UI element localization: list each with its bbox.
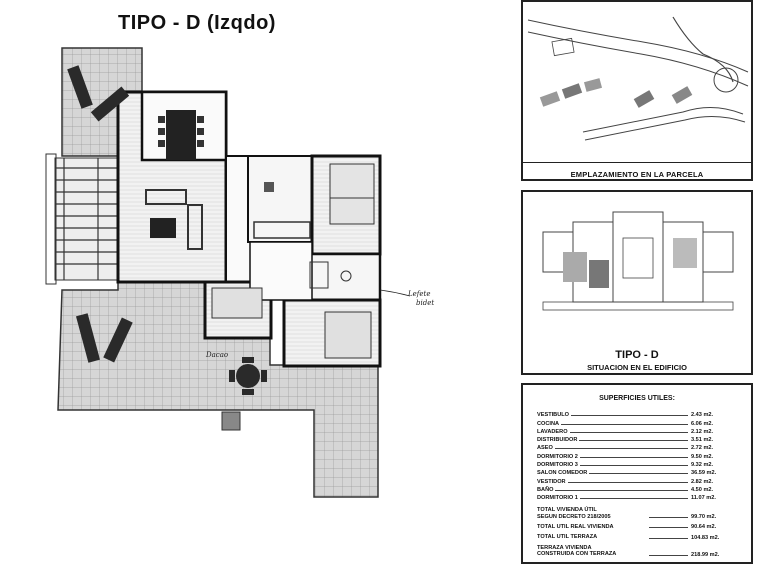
surfaces-title: SUPERFICIES UTILES: — [599, 395, 675, 402]
surface-label: DORMITORIO 1 — [537, 495, 578, 502]
terrace-table — [229, 357, 267, 395]
surface-row: DORMITORIO 1 11.07 m2. — [537, 493, 737, 501]
surface-value: 2.12 m2. — [691, 428, 714, 435]
sun-loungers-bottom — [75, 313, 133, 363]
total-label-line1: TERRAZA VIVIENDA — [537, 544, 592, 551]
building-plan — [542, 211, 734, 311]
surface-value: 3.51 m2. — [691, 437, 714, 444]
surface-label: LAVADERO — [537, 428, 568, 435]
surface-value: 6.06 m2. — [691, 420, 714, 427]
surface-label: DORMITORIO 2 — [537, 453, 578, 460]
bed-main — [329, 163, 375, 225]
surface-label: SALON COMEDOR — [537, 470, 588, 477]
dining-table — [158, 110, 204, 160]
surface-row: SALON COMEDOR 36.59 m2. — [537, 468, 737, 476]
surface-value: 36.59 m2. — [691, 470, 717, 477]
surface-row: LAVADERO 2.12 m2. — [537, 427, 737, 435]
handwritten-note-terrace: Dacao — [205, 351, 228, 359]
sofa — [145, 189, 203, 250]
site-location-label: EMPLAZAMIENTO EN LA PARCELA — [570, 170, 704, 179]
total-value: 99.70 m2. — [691, 514, 717, 521]
leader-line — [579, 498, 688, 500]
surface-row: VESTIBULO 2.43 m2. — [537, 410, 737, 418]
total-value: 104.83 m2. — [691, 534, 720, 541]
svg-text:bidet: bidet — [416, 299, 434, 307]
leader-line — [649, 554, 688, 556]
leader-line — [649, 537, 688, 539]
total-value: 218.99 m2. — [691, 551, 720, 558]
surface-row: DORMITORIO 2 9.50 m2. — [537, 451, 737, 460]
leader-line — [561, 423, 688, 425]
surface-label: ASEO — [537, 445, 553, 452]
total-value: 90.64 m2. — [691, 524, 717, 531]
bed-2 — [211, 287, 263, 319]
surface-value: 9.32 m2. — [691, 462, 714, 469]
leader-line — [589, 473, 688, 475]
leader-line — [571, 415, 688, 417]
surface-value: 4.50 m2. — [691, 486, 714, 493]
leader-line — [569, 431, 688, 433]
surfaces-table: VESTIBULO 2.43 m2. COCINA 6.06 m2. LAVADERO 2… — [537, 410, 737, 501]
total-label: TOTAL UTIL REAL VIVIENDA — [537, 524, 649, 530]
total-label-line2: SEGUN DECRETO 218/2005 — [537, 513, 611, 520]
site-location-panel: EMPLAZAMIENTO EN LA PARCELA — [521, 0, 753, 181]
page-title: TIPO - D (Izqdo) — [118, 12, 276, 34]
site-map — [527, 16, 749, 141]
building-location-panel — [521, 190, 753, 375]
leader-line — [649, 517, 688, 519]
leader-line — [555, 489, 688, 491]
surface-row: VESTIDOR 2.82 m2. — [537, 476, 737, 485]
svg-text:Dacao: Dacao — [205, 351, 228, 359]
surface-value: 11.07 m2. — [691, 495, 716, 502]
surface-label: DORMITORIO 3 — [537, 462, 578, 469]
total-label-line2: CONSTRUIDA CON TERRAZA — [537, 551, 617, 558]
leader-line — [579, 456, 688, 458]
total-label: TOTAL UTIL TERRAZA — [537, 534, 649, 540]
surface-value: 9.50 m2. — [691, 453, 714, 460]
bath-fixtures — [309, 261, 352, 289]
building-type-label: TIPO - D — [615, 349, 659, 361]
bed-3 — [324, 311, 372, 359]
svg-text:Lefete: Lefete — [407, 290, 430, 298]
surface-row: DISTRIBUIDOR 3.51 m2. — [537, 435, 737, 443]
leader-line — [579, 440, 688, 442]
kitchen-counter — [253, 182, 311, 239]
surface-label: COCINA — [537, 420, 560, 427]
surface-label: DISTRIBUIDOR — [537, 437, 578, 444]
surface-value: 2.82 m2. — [691, 478, 714, 485]
leader-line — [579, 465, 688, 467]
surface-row: BAÑO 4.50 m2. — [537, 485, 737, 493]
surface-row: COCINA 6.06 m2. — [537, 418, 737, 427]
total-label-line1: TOTAL UTIL TERRAZA — [537, 534, 598, 541]
leader-line — [567, 481, 688, 483]
surface-row: DORMITORIO 3 9.32 m2. — [537, 460, 737, 468]
building-location-label: SITUACION EN EL EDIFICIO — [587, 363, 687, 372]
leader-line — [649, 527, 688, 529]
surface-label: BAÑO — [537, 486, 554, 493]
surface-label: VESTIDOR — [537, 478, 566, 485]
floor-plan: Lefete bidet Dacao — [45, 47, 434, 498]
surface-value: 2.72 m2. — [691, 445, 714, 452]
total-row: TOTAL UTIL TERRAZA 104.83 m2. — [537, 534, 737, 540]
sun-loungers-top — [67, 65, 130, 122]
total-row: TOTAL UTIL REAL VIVIENDA 90.64 m2. — [537, 524, 737, 530]
surface-row: ASEO 2.72 m2. — [537, 443, 737, 451]
handwritten-note-right: Lefete bidet — [379, 289, 434, 307]
surface-label: VESTIBULO — [537, 412, 570, 419]
surface-value: 2.43 m2. — [691, 412, 714, 419]
leader-line — [554, 448, 688, 450]
pergola — [45, 153, 120, 285]
total-label-line1: TOTAL UTIL REAL VIVIENDA — [537, 524, 614, 531]
terrace-steps — [221, 411, 241, 431]
total-label-line1: TOTAL VIVIENDA ÚTIL — [537, 507, 597, 514]
